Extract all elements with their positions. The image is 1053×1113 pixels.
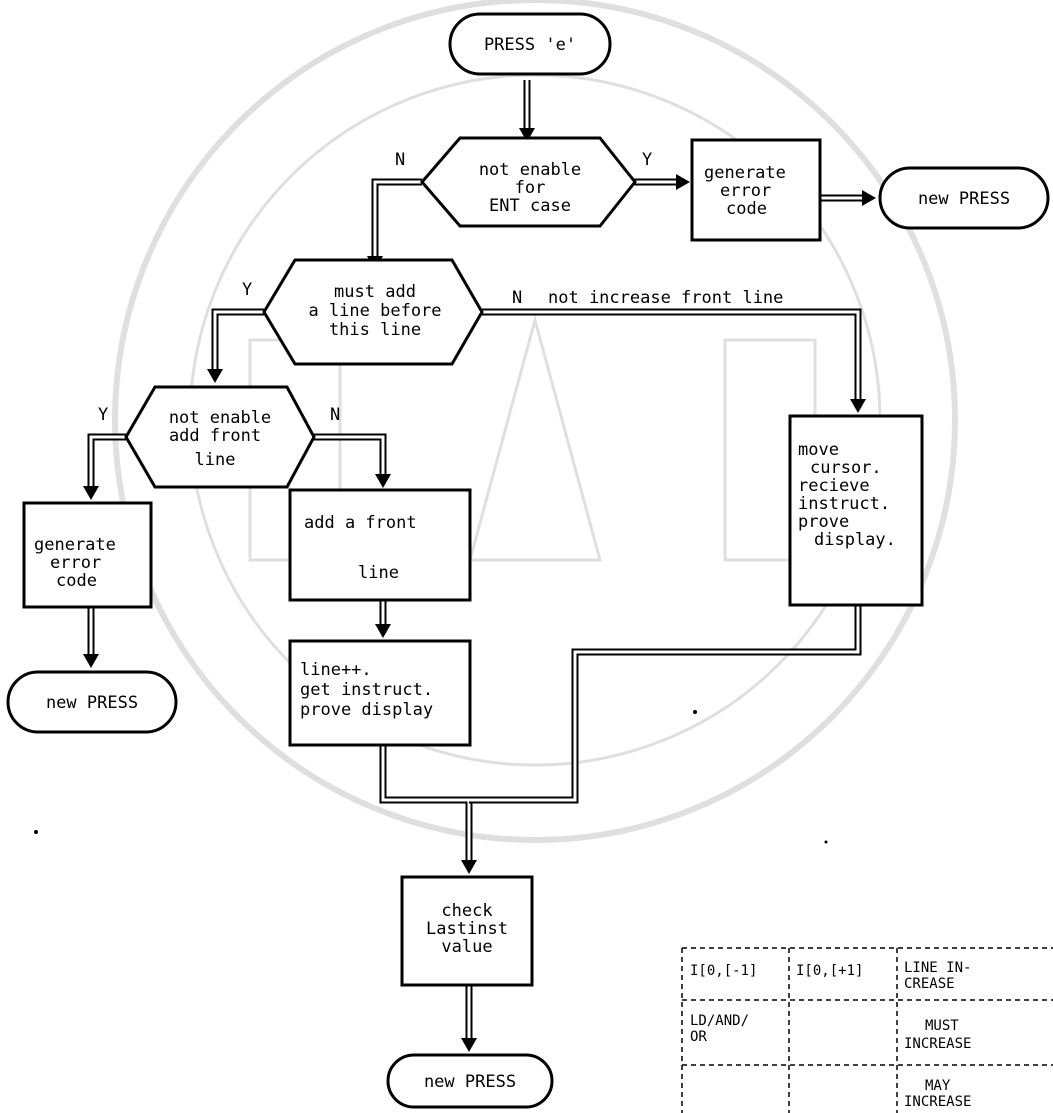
table-cell: INCREASE [904, 1036, 971, 1052]
d1-yes-label: Y [642, 150, 652, 170]
svg-text:add front: add front [169, 426, 261, 446]
svg-text:generate: generate [34, 535, 116, 555]
start-terminal: PRESS 'e' [448, 12, 612, 76]
d2-no-label: N [512, 288, 522, 308]
d2-no-note: not increase front line [548, 288, 783, 308]
scan-dot [34, 830, 38, 834]
svg-text:code: code [726, 199, 767, 219]
decision-add-line: must add a line before this line [262, 258, 484, 366]
svg-text:ENT case: ENT case [489, 196, 571, 216]
table-cell: MAY [925, 1078, 951, 1094]
svg-text:line++.: line++. [300, 660, 372, 680]
svg-text:for: for [515, 178, 546, 198]
svg-text:move: move [798, 440, 839, 460]
table-header-1: I[0,[-1] [690, 963, 757, 979]
increase-table: I[0,[-1] I[0,[+1] LINE IN- CREASE LD/AND… [681, 947, 1053, 1113]
table-header-4: CREASE [904, 976, 955, 992]
svg-text:this line: this line [329, 320, 421, 340]
svg-text:instruct.: instruct. [798, 494, 890, 514]
new-press-terminal-1: new PRESS [878, 166, 1050, 230]
line-increment-process: line++. get instruct. prove display [288, 639, 472, 747]
new-press-terminal-3: new PRESS [386, 1053, 554, 1109]
svg-text:cursor.: cursor. [810, 458, 882, 478]
d2-yes-label: Y [242, 280, 252, 300]
table-header-3: LINE IN- [904, 960, 971, 976]
svg-text:a line before: a line before [308, 301, 441, 321]
add-front-line-process: add a front line [288, 488, 472, 602]
generate-error-process-2: generate error code [22, 501, 153, 609]
svg-text:prove display: prove display [300, 700, 433, 720]
new-press-terminal-2: new PRESS [6, 670, 178, 734]
svg-text:not enable: not enable [169, 408, 271, 428]
decision-ent-case: not enable for ENT case [420, 136, 637, 228]
svg-text:line: line [195, 450, 236, 470]
table-cell: LD/AND/ [690, 1013, 749, 1029]
svg-text:error: error [720, 181, 771, 201]
svg-text:add a front: add a front [304, 513, 417, 533]
svg-text:code: code [56, 571, 97, 591]
svg-text:must add: must add [334, 282, 416, 302]
table-cell: MUST [925, 1018, 959, 1034]
svg-text:prove: prove [798, 512, 849, 532]
svg-text:check: check [441, 901, 492, 921]
check-lastinst-process: check Lastinst value [400, 875, 534, 987]
start-label: PRESS 'e' [484, 35, 576, 55]
svg-text:line: line [358, 563, 399, 583]
svg-text:new PRESS: new PRESS [424, 1072, 516, 1092]
table-cell: INCREASE [904, 1094, 971, 1110]
svg-text:error: error [50, 553, 101, 573]
connectors [83, 80, 876, 1052]
scan-dot [693, 710, 697, 714]
decision-front-line: not enable add front line [124, 385, 316, 489]
svg-text:display.: display. [814, 530, 896, 550]
svg-text:Lastinst: Lastinst [426, 919, 508, 939]
svg-text:value: value [441, 937, 492, 957]
table-header-2: I[0,[+1] [796, 963, 863, 979]
svg-text:not enable: not enable [479, 160, 581, 180]
table-cell: OR [690, 1029, 707, 1045]
d3-no-label: N [330, 405, 340, 425]
d3-yes-label: Y [98, 405, 108, 425]
svg-text:new PRESS: new PRESS [918, 189, 1010, 209]
move-cursor-process: move cursor. recieve instruct. prove dis… [788, 414, 924, 607]
scan-dot [824, 840, 828, 844]
svg-text:new PRESS: new PRESS [46, 693, 138, 713]
svg-text:generate: generate [704, 163, 786, 183]
svg-text:recieve: recieve [798, 476, 870, 496]
d1-no-label: N [395, 150, 405, 170]
generate-error-process-1: generate error code [690, 138, 822, 242]
svg-text:get instruct.: get instruct. [300, 680, 433, 700]
